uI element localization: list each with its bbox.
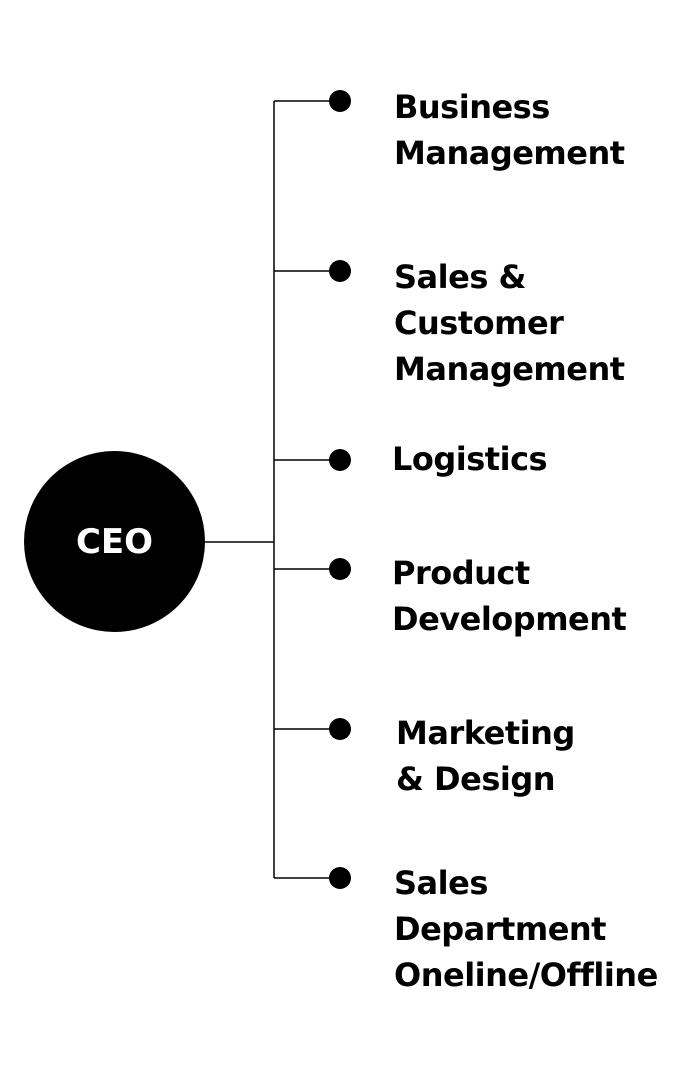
bullet-business-management — [329, 90, 351, 112]
bullet-marketing-design — [329, 718, 351, 740]
bullet-logistics — [329, 449, 351, 471]
dept-label-sales-department: Sales Department Oneline/Offline — [394, 864, 658, 994]
bullet-product-development — [329, 558, 351, 580]
ceo-node: CEO — [24, 451, 205, 632]
bullet-sales-department — [329, 867, 351, 889]
dept-label-business-management: Business Management — [394, 88, 625, 172]
dept-label-sales-customer-management: Sales & Customer Management — [394, 258, 625, 388]
dept-label-product-development: Product Development — [392, 554, 627, 638]
dept-label-marketing-design: Marketing & Design — [396, 714, 575, 798]
bullet-sales-customer-management — [329, 260, 351, 282]
dept-label-logistics: Logistics — [392, 440, 548, 478]
ceo-label: CEO — [75, 521, 154, 562]
